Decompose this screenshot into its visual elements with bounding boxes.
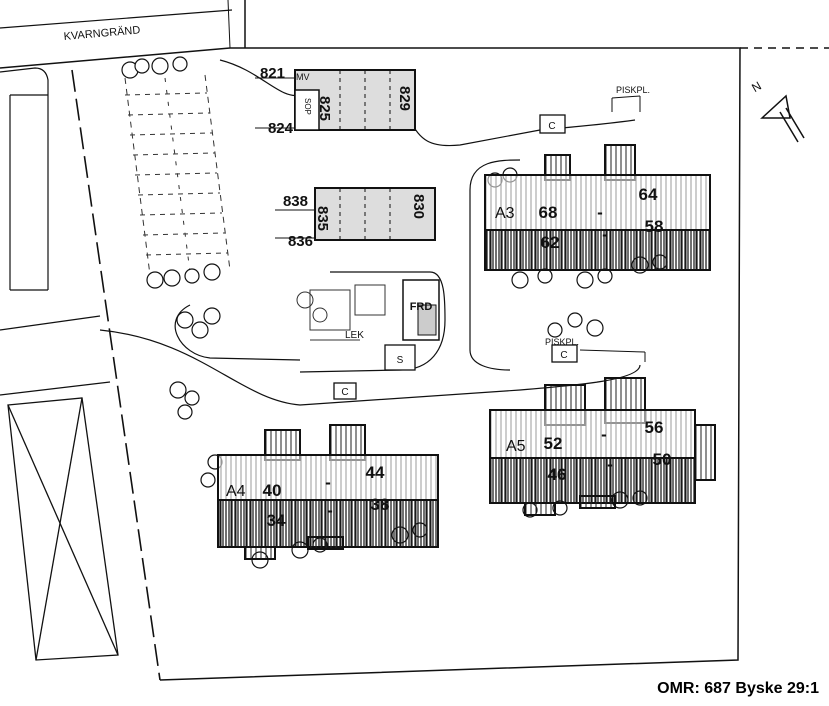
a5-name: A5: [506, 438, 526, 455]
a3-num-6: 58: [645, 217, 664, 236]
shed-c-mid-label: C: [341, 387, 348, 398]
carport-top: [255, 69, 416, 131]
a5-num-4: 46: [548, 465, 567, 484]
shed-s-label: S: [397, 355, 404, 366]
a5-num-6: 50: [653, 450, 672, 469]
a3-num-1: 68: [539, 203, 558, 222]
carport-mid-num-2: 836: [288, 233, 313, 250]
a5-num-5: -: [607, 455, 613, 474]
north-arrow-icon: [760, 94, 805, 143]
mv-label: MV: [296, 72, 310, 82]
shed-c-a5: [551, 344, 578, 363]
shed-c-mid: [333, 382, 357, 400]
property-boundary: [0, 0, 829, 681]
a3-name: A3: [495, 205, 515, 222]
carport-top-num-1: 821: [260, 65, 285, 82]
shed-c-top-label: C: [548, 121, 555, 132]
carport-mid-unit-1: 835: [314, 206, 331, 231]
a5-num-1: 52: [544, 434, 563, 453]
a3-num-4: 62: [541, 233, 560, 252]
shed-c-a5-label: C: [560, 350, 567, 361]
beating-rack-a5: [579, 349, 646, 362]
beating-rack-top: [611, 95, 641, 112]
playground: [296, 284, 386, 341]
a3-num-3: 64: [639, 185, 658, 204]
frd-label: FRD: [410, 301, 433, 313]
a4-name: A4: [226, 483, 246, 500]
a4-num-5: -: [327, 501, 333, 520]
sop-label: SOP: [303, 98, 312, 115]
carport-top-num-2: 824: [268, 120, 294, 137]
carport-top-unit-1: 825: [316, 96, 333, 121]
garage-outline: [7, 397, 119, 661]
shed-c-top: [539, 114, 566, 134]
carport-mid-num-1: 838: [283, 193, 308, 210]
building-a5: [489, 377, 716, 516]
lek-label: LEK: [345, 330, 364, 341]
parking-area: [124, 74, 231, 276]
carport-mid-unit-2: 830: [410, 194, 427, 219]
a5-num-2: -: [601, 425, 607, 444]
street-name: KVARNGRÄND: [63, 24, 141, 43]
a4-num-3: 44: [366, 463, 385, 482]
carport-middle: [275, 187, 436, 241]
a4-num-1: 40: [263, 481, 282, 500]
a5-num-3: 56: [645, 418, 664, 437]
carport-top-unit-2: 829: [396, 86, 413, 111]
road-kvarngrand: [0, 9, 233, 681]
a4-num-6: 38: [371, 495, 390, 514]
a3-num-2: -: [597, 203, 603, 222]
piskpl-top-label: PISKPL.: [616, 85, 650, 95]
map-caption: OMR: 687 Byske 29:1: [657, 680, 819, 697]
piskpl-a5-label: PISKPL.: [545, 337, 579, 347]
building-a4: [217, 424, 439, 560]
a3-num-5: -: [602, 225, 608, 244]
a4-num-2: -: [325, 473, 331, 492]
shed-s: [384, 344, 416, 371]
a4-num-4: 34: [267, 511, 286, 530]
building-a3: [484, 144, 711, 271]
shrubs: [121, 56, 668, 569]
north-label: N: [749, 79, 764, 95]
